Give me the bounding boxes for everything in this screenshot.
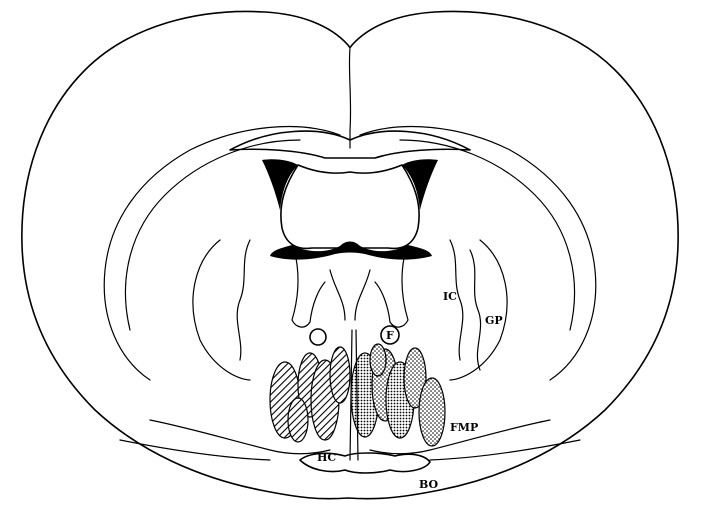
lesion-ellipse	[330, 347, 350, 403]
septum-dome	[281, 165, 419, 248]
internal-capsule-right-2	[470, 250, 481, 370]
label-f: F	[386, 329, 394, 342]
internal-capsule-left	[237, 240, 250, 360]
lesion-ellipse	[288, 398, 308, 442]
ventral-line-right	[430, 440, 580, 460]
globus-pallidus-left	[193, 240, 250, 380]
lesion-ellipse	[370, 344, 386, 376]
fornix-left	[310, 329, 326, 345]
midline-fissure	[349, 48, 350, 148]
striatum-right	[375, 258, 408, 327]
ventral-line-left	[120, 440, 270, 460]
label-ic: IC	[443, 290, 457, 303]
septal-nucleus-left	[330, 270, 345, 320]
label-fmp: FMP	[450, 421, 478, 434]
label-bo: BO	[419, 478, 439, 491]
septal-nucleus-right	[355, 270, 370, 320]
label-gp: GP	[485, 314, 503, 327]
label-hc: HC	[317, 451, 336, 464]
lateral-ventricle-right	[402, 159, 438, 210]
lesion-ellipse	[419, 378, 445, 446]
lateral-ventricle-left	[262, 159, 298, 210]
striatum-left	[292, 258, 325, 327]
